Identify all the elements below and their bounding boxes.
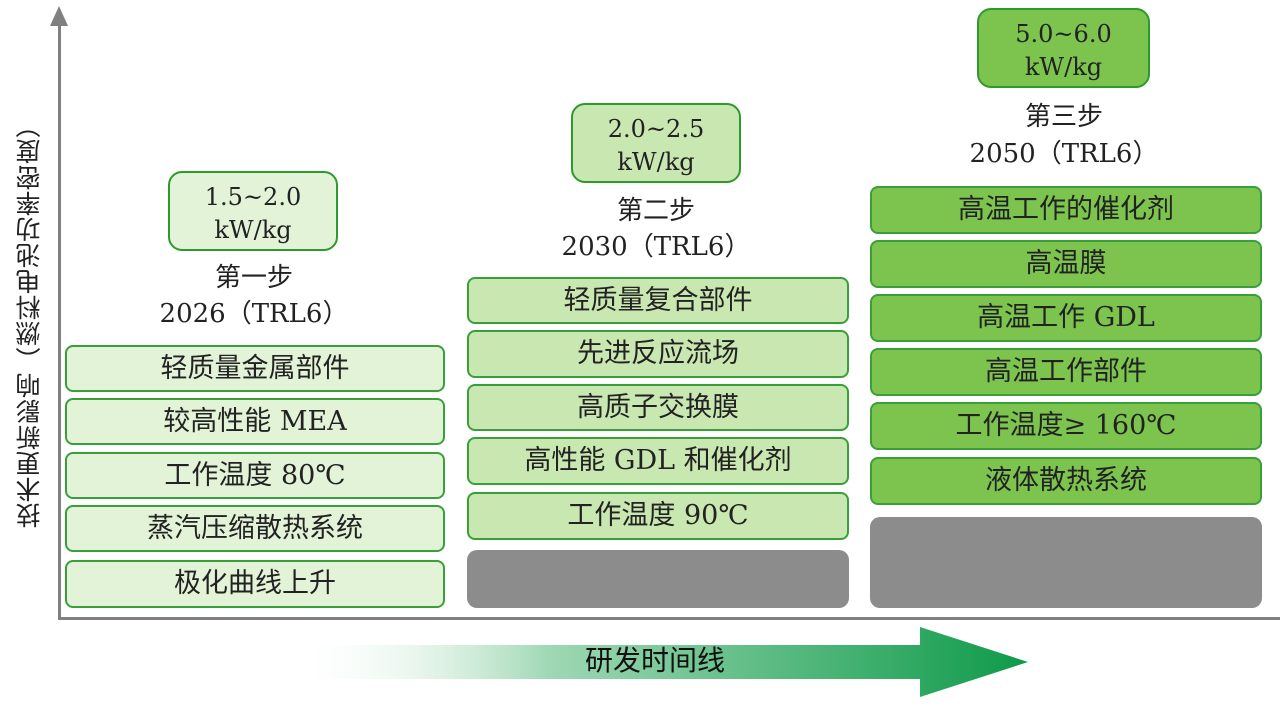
- stage-3-item-1: 高温工作的催化剂: [870, 186, 1262, 234]
- stage-3-item-4: 高温工作部件: [870, 348, 1262, 396]
- stage-3-item-6: 液体散热系统: [870, 457, 1262, 505]
- stage-1-item-2: 较高性能 MEA: [65, 398, 445, 445]
- y-axis-label: 技术更新影响（燃料电池功率密度）: [15, 112, 44, 528]
- stage-3-target-unit: kW/kg: [1024, 53, 1103, 81]
- stage-3-target-value: 5.0~6.0: [1015, 20, 1112, 48]
- stage-3-title: 第三步: [1024, 102, 1103, 132]
- stage-1-item-4: 蒸汽压缩散热系统: [65, 505, 445, 552]
- stage-2-item-2: 先进反应流场: [467, 330, 849, 378]
- stage-3-item-3: 高温工作 GDL: [870, 294, 1262, 342]
- stage-2-target-unit: kW/kg: [617, 148, 695, 176]
- y-axis-arrow-icon: [50, 6, 68, 26]
- stage-1-item-5: 极化曲线上升: [65, 560, 445, 608]
- stage-2-item-4: 高性能 GDL 和催化剂: [467, 437, 849, 485]
- stage-2-item-1: 轻质量复合部件: [467, 277, 849, 324]
- stage-2-target: 2.0~2.5 kW/kg: [571, 103, 741, 183]
- stage-2-title: 第二步: [616, 196, 695, 226]
- stage-3-year: 2050（TRL6）: [969, 139, 1159, 169]
- stage-2-item-5: 工作温度 90℃: [467, 492, 849, 540]
- x-axis-line: [58, 617, 1280, 620]
- stage-1-target: 1.5~2.0 kW/kg: [168, 171, 338, 251]
- stage-3-item-5: 工作温度≥ 160℃: [870, 402, 1262, 450]
- stage-1-item-1: 轻质量金属部件: [65, 345, 445, 392]
- stage-1-target-value: 1.5~2.0: [204, 183, 302, 211]
- timeline-arrow: 研发时间线: [290, 627, 1030, 697]
- stage-3-gray-block: [870, 517, 1262, 608]
- stage-2-gray-block: [467, 550, 849, 608]
- stage-1-item-3: 工作温度 80℃: [65, 452, 445, 499]
- y-axis-line: [58, 22, 61, 620]
- stage-3-item-2: 高温膜: [870, 240, 1262, 288]
- timeline-label: 研发时间线: [584, 644, 725, 677]
- stage-3-target: 5.0~6.0 kW/kg: [977, 8, 1150, 88]
- stage-2-year: 2030（TRL6）: [561, 232, 751, 262]
- timeline-arrow-icon: [290, 627, 1028, 697]
- stage-2-target-value: 2.0~2.5: [607, 115, 705, 143]
- stage-1-year: 2026（TRL6）: [159, 299, 349, 329]
- stage-1-target-unit: kW/kg: [214, 216, 292, 244]
- stage-2-item-3: 高质子交换膜: [467, 384, 849, 431]
- stage-1-title: 第一步: [214, 263, 293, 293]
